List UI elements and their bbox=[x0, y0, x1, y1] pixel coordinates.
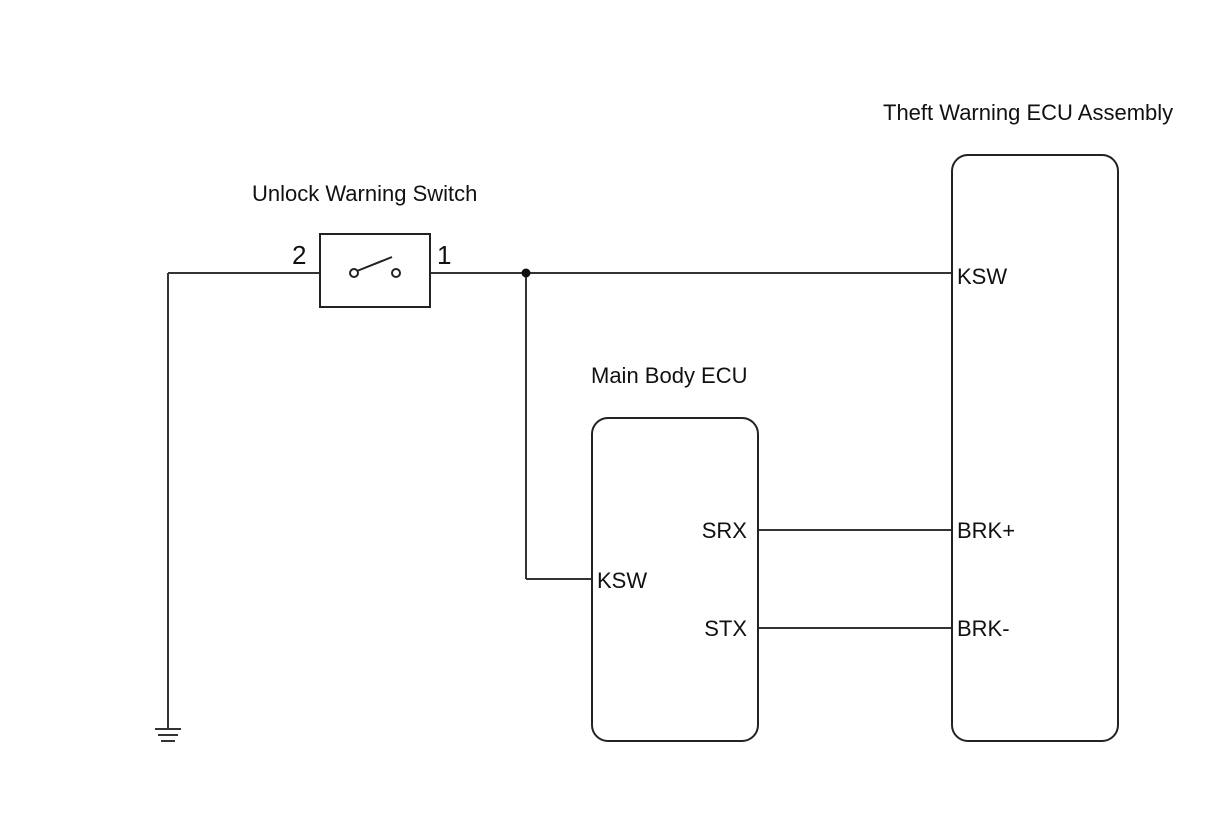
main-body-ecu-pin-ksw: KSW bbox=[597, 568, 647, 593]
switch-pin-1: 1 bbox=[437, 240, 451, 270]
switch-lever-icon bbox=[356, 256, 393, 272]
theft-warning-ecu-pin-ksw: KSW bbox=[957, 264, 1007, 289]
theft-warning-ecu-pin-brk-minus: BRK- bbox=[957, 616, 1010, 641]
theft-warning-ecu-box bbox=[951, 154, 1119, 742]
main-body-ecu-box bbox=[591, 417, 759, 742]
ground-icon bbox=[155, 728, 181, 742]
main-body-ecu-label: Main Body ECU bbox=[591, 363, 748, 388]
theft-warning-ecu-label: Theft Warning ECU Assembly bbox=[883, 100, 1173, 125]
unlock-warning-switch bbox=[319, 233, 431, 308]
unlock-switch-label: Unlock Warning Switch bbox=[252, 181, 477, 206]
junction-dot bbox=[521, 268, 531, 278]
main-body-ecu-pin-stx: STX bbox=[704, 616, 747, 641]
switch-pin-2: 2 bbox=[292, 240, 306, 270]
switch-contact-left bbox=[349, 268, 359, 278]
theft-warning-ecu-pin-brk-plus: BRK+ bbox=[957, 518, 1015, 543]
switch-contact-right bbox=[391, 268, 401, 278]
main-body-ecu-pin-srx: SRX bbox=[702, 518, 748, 543]
